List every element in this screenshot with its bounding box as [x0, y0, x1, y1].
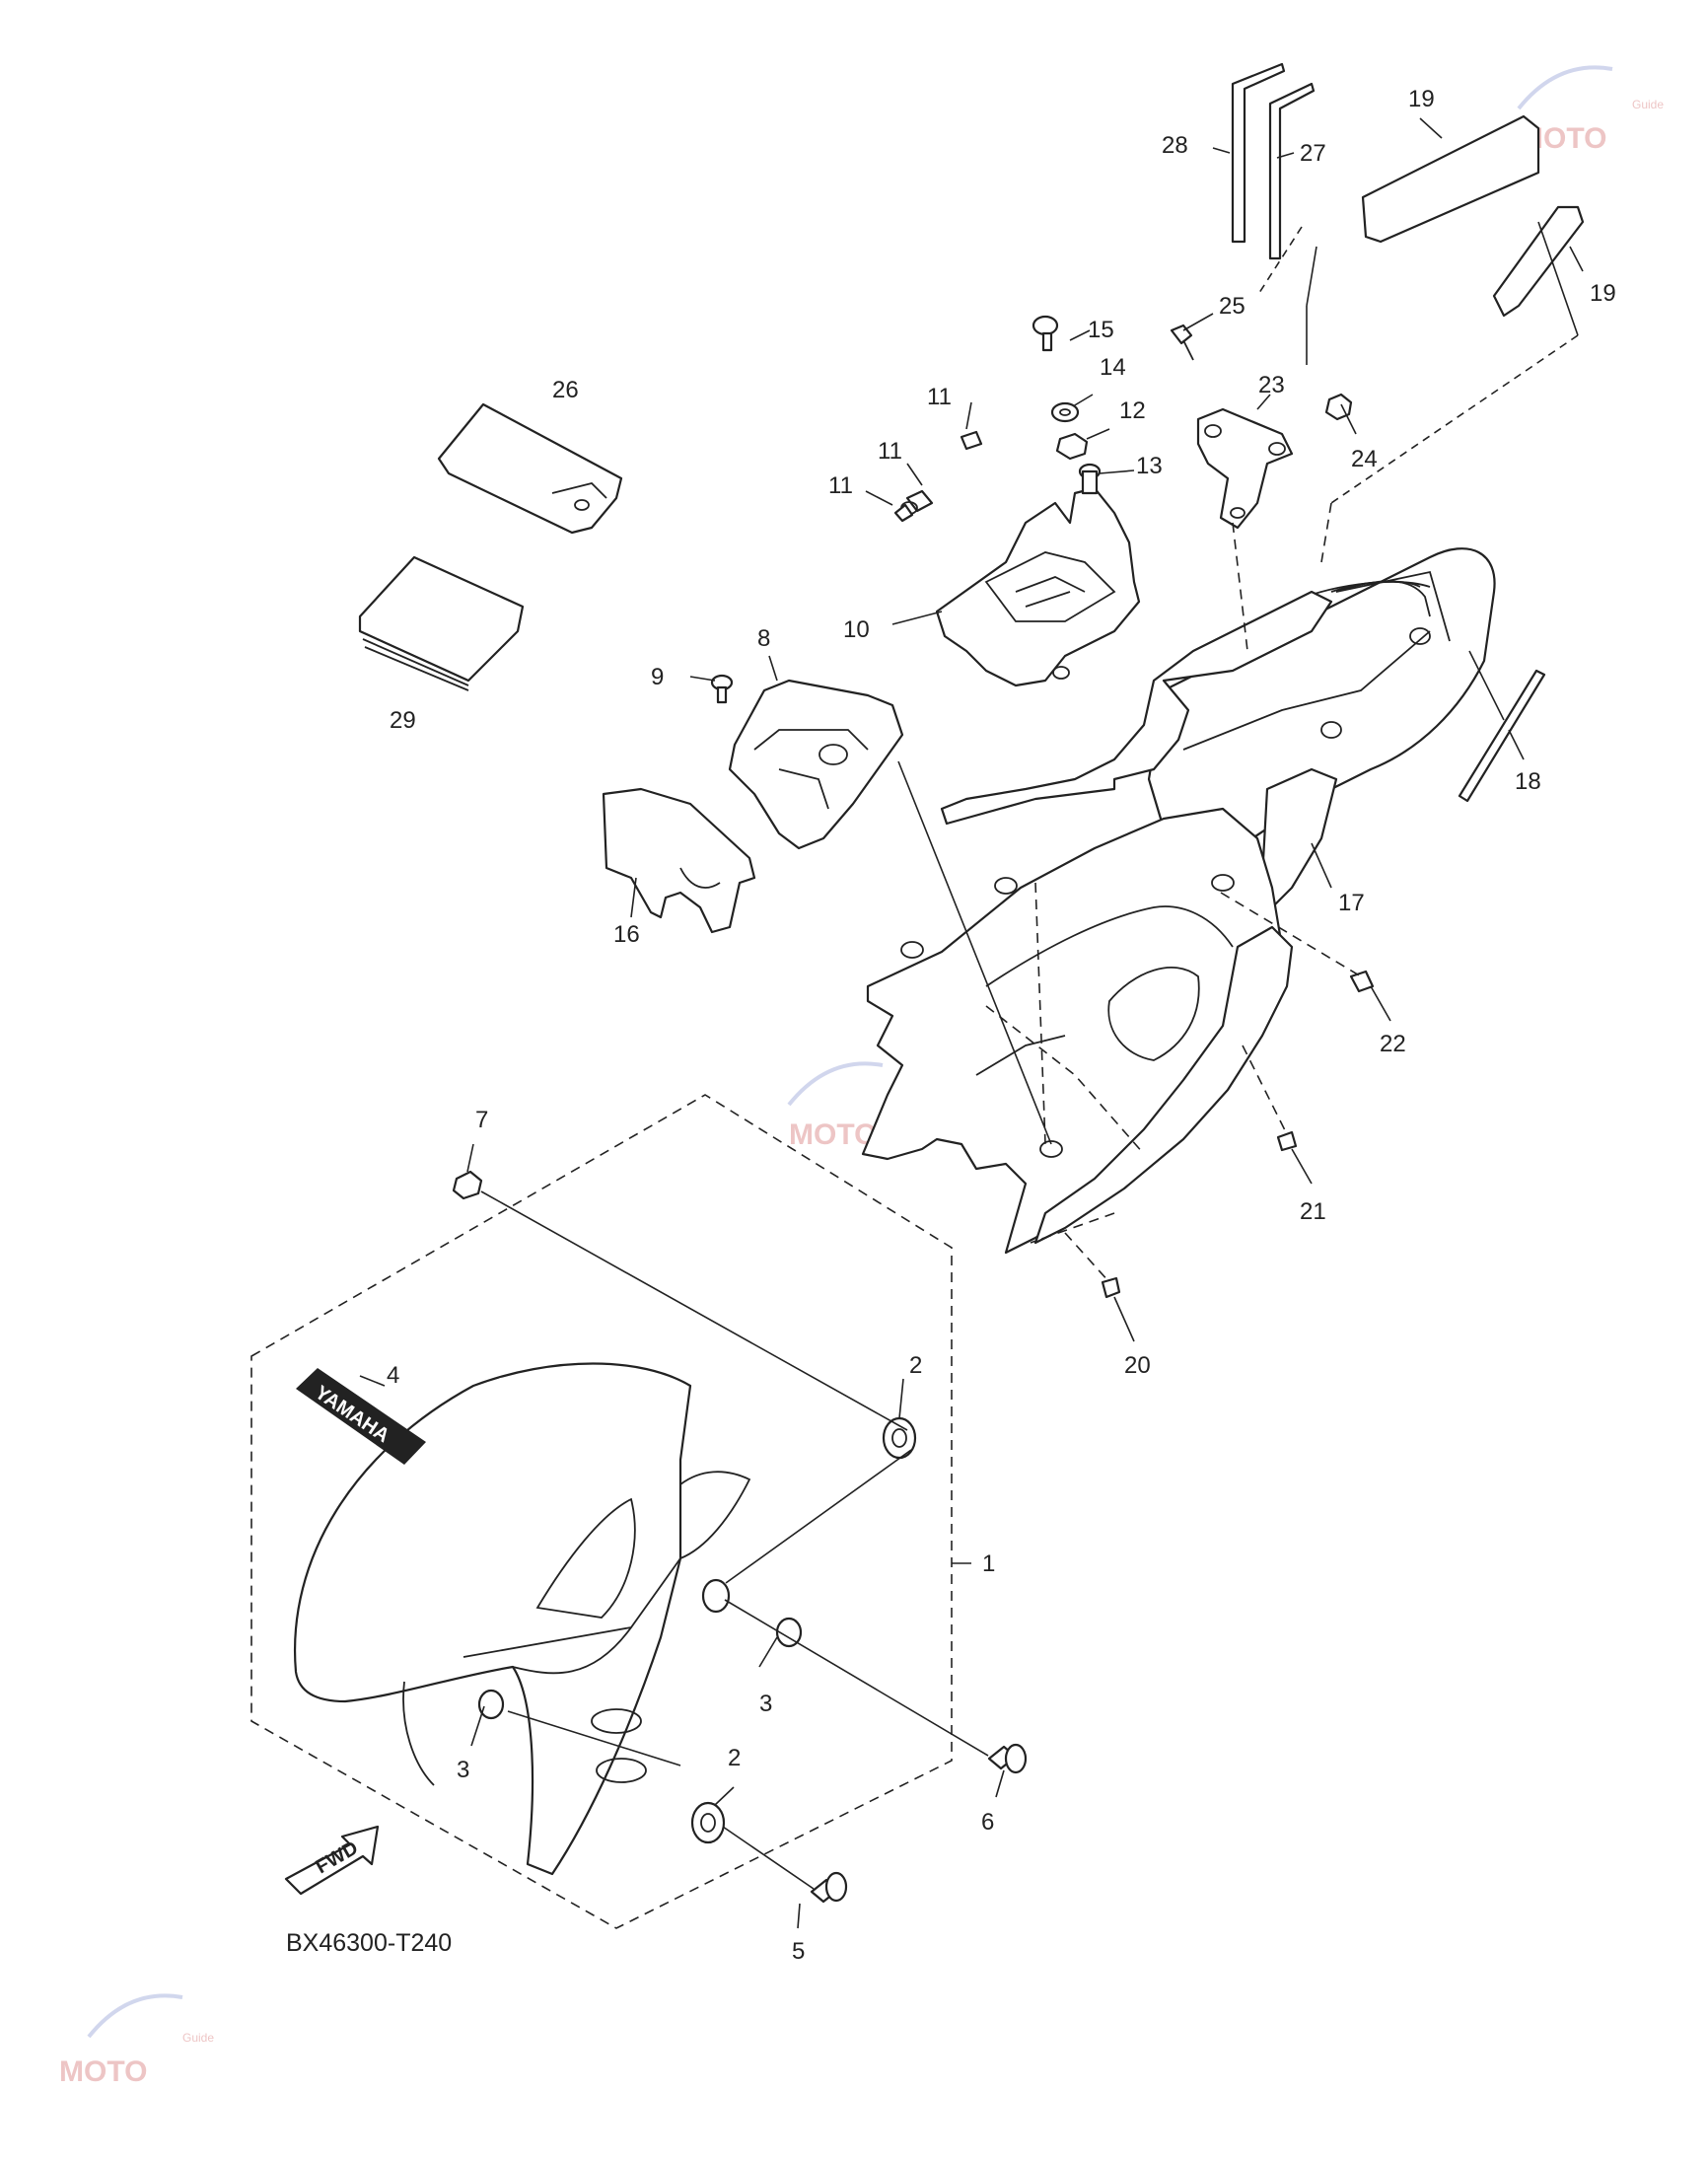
pad-19-lower: [1492, 205, 1585, 318]
svg-text:17: 17: [1338, 890, 1365, 916]
svg-text:2: 2: [728, 1745, 741, 1771]
svg-text:29: 29: [390, 707, 416, 734]
svg-text:11: 11: [878, 438, 902, 465]
watermark-logo-top: MOTO Guide: [1517, 65, 1664, 155]
bracket-23: [1196, 407, 1294, 530]
rivet-22: [1349, 970, 1375, 993]
svg-text:25: 25: [1219, 293, 1245, 320]
svg-text:22: 22: [1380, 1031, 1406, 1057]
bolt-5: [810, 1871, 848, 1904]
bolt-25: [1170, 324, 1194, 361]
washer-14: [1050, 401, 1080, 423]
svg-text:15: 15: [1088, 317, 1114, 343]
grommet-2-lower: [690, 1801, 726, 1844]
svg-text:2: 2: [909, 1352, 922, 1379]
svg-text:9: 9: [651, 664, 664, 690]
svg-text:28: 28: [1162, 132, 1188, 159]
svg-text:4: 4: [387, 1362, 399, 1389]
clip-11-a: [960, 430, 983, 451]
svg-text:21: 21: [1300, 1198, 1326, 1225]
svg-text:6: 6: [981, 1809, 994, 1836]
diagram-code: BX46300-T240: [286, 1929, 452, 1957]
fender-mount-boss: [701, 1578, 731, 1614]
fitting-13: [1078, 463, 1102, 495]
rivet-21: [1276, 1130, 1298, 1152]
svg-text:8: 8: [757, 625, 770, 652]
bolt-6: [987, 1743, 1028, 1774]
hex-wrench-27: [1268, 82, 1316, 260]
nut-7: [452, 1170, 483, 1200]
screw-9: [710, 674, 734, 704]
svg-text:10: 10: [843, 616, 870, 643]
cover-16: [602, 787, 756, 934]
electrical-bracket-8: [728, 679, 904, 850]
svg-text:20: 20: [1124, 1352, 1151, 1379]
svg-text:19: 19: [1408, 86, 1435, 112]
owners-manual-29: [358, 555, 525, 691]
svg-text:16: 16: [613, 921, 640, 948]
yamaha-decal: YAMAHA: [296, 1368, 426, 1465]
hex-wrench-28: [1231, 62, 1286, 244]
svg-text:Guide: Guide: [1632, 98, 1664, 111]
assembly-1-boundary: [250, 1094, 953, 1929]
svg-text:14: 14: [1100, 354, 1126, 381]
svg-text:11: 11: [927, 384, 952, 410]
svg-text:Guide: Guide: [182, 2031, 214, 2045]
rear-fender-tail: [1147, 547, 1496, 860]
svg-text:18: 18: [1515, 768, 1541, 795]
front-fender: [293, 1362, 751, 1876]
svg-text:19: 19: [1590, 280, 1616, 307]
svg-text:27: 27: [1300, 140, 1326, 167]
svg-text:3: 3: [457, 1757, 469, 1783]
svg-text:MOTO: MOTO: [789, 1118, 877, 1151]
svg-text:23: 23: [1258, 372, 1285, 398]
svg-text:7: 7: [475, 1107, 488, 1133]
rear-fender-lower-lip: [1033, 925, 1294, 1245]
svg-text:1: 1: [982, 1550, 995, 1577]
tool-pouch-26: [437, 402, 623, 535]
svg-text:3: 3: [759, 1691, 772, 1717]
svg-text:13: 13: [1136, 453, 1163, 479]
callout-labels: 1 2 2 3 3 4 5 6 7 8 9 10 11 11 11 12 13 …: [387, 86, 1616, 1965]
svg-text:12: 12: [1119, 397, 1146, 424]
svg-text:24: 24: [1351, 446, 1378, 472]
svg-text:MOTO: MOTO: [59, 2055, 147, 2088]
svg-text:26: 26: [552, 377, 579, 403]
svg-text:11: 11: [828, 472, 853, 499]
collar-3-right: [775, 1617, 803, 1648]
fwd-arrow-icon: FWD: [284, 1825, 380, 1896]
grommet-2-upper: [882, 1416, 917, 1460]
pad-19-upper: [1361, 114, 1540, 244]
trim-strip-18: [1458, 669, 1546, 803]
clip-11-b: [900, 489, 934, 515]
battery-box: [935, 486, 1141, 687]
collar-3-left: [477, 1689, 505, 1720]
svg-text:5: 5: [792, 1938, 805, 1965]
rivet-20: [1101, 1276, 1121, 1299]
watermark-logo-bottom: MOTO Guide: [59, 1993, 214, 2088]
clip-11-c: [893, 503, 914, 523]
screw-15: [1032, 315, 1059, 352]
nut-12: [1055, 432, 1089, 461]
tail-wire: [1335, 580, 1431, 617]
